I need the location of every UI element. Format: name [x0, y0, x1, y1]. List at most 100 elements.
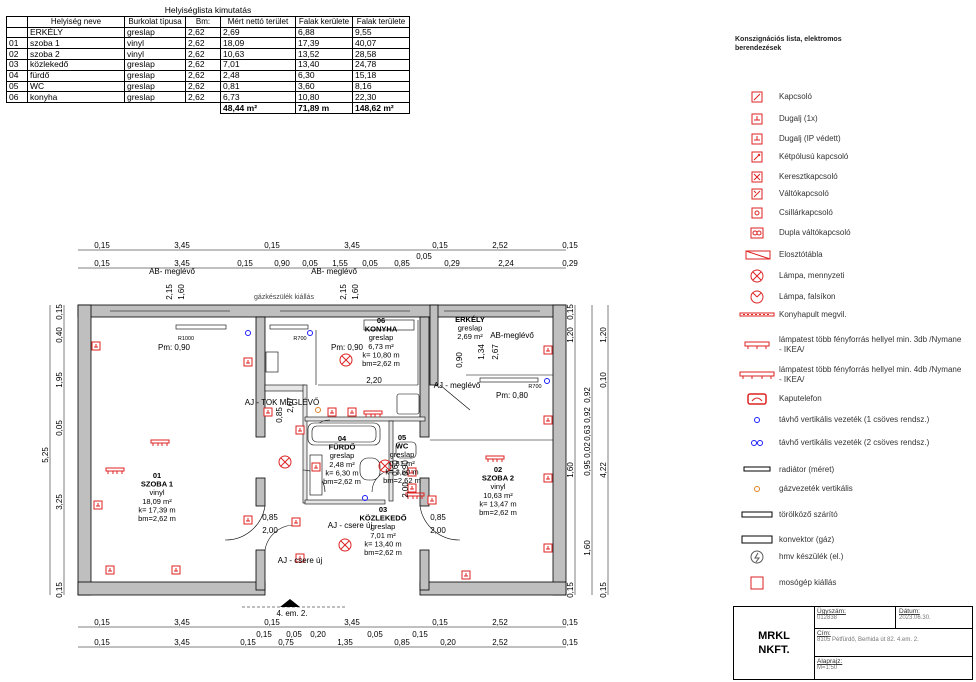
lamp-4-icon — [735, 368, 779, 382]
table-cell: 10,80 — [295, 91, 353, 104]
vertical-dimensions: 0,150,401,950,053,250,155,250,151,201,60… — [41, 284, 608, 598]
dimension-label: 0,15 — [240, 638, 256, 647]
total-area: 48,44 m² — [220, 102, 296, 114]
note-ab-2: AB- meglévő — [311, 267, 357, 276]
legend-item-label: mosógép kiállás — [779, 578, 837, 587]
legend-item-label: Konyhapult megvil. — [779, 310, 847, 319]
table-cell: 8,16 — [352, 80, 410, 93]
table-cell: 7,01 — [220, 58, 296, 71]
dimension-label: 0,05 — [362, 259, 378, 268]
table-cell: konyha — [27, 91, 125, 104]
table-cell: 15,18 — [352, 69, 410, 82]
legend-item-label: konvektor (gáz) — [779, 535, 835, 544]
dimension-label: 0,15 — [264, 241, 280, 250]
room-num: 05 — [398, 433, 406, 442]
room-num: 02 — [494, 465, 502, 474]
dim-top-2b: 0,05 — [416, 252, 432, 261]
dimension-label: 0,20 — [440, 638, 456, 647]
room-line: bm=2,62 m — [479, 508, 517, 517]
note-pm-3: Pm: 0,80 — [496, 391, 529, 400]
dimension-label: 0,20 — [310, 630, 326, 639]
dimension-label: 0,15 — [94, 241, 110, 250]
radiator-icon — [735, 463, 779, 477]
room-line: greslap — [330, 451, 355, 460]
dimension-label: 0,29 — [444, 259, 460, 268]
dimension-label: 1,20 — [599, 327, 608, 343]
legend-item-label: Dugalj (IP védett) — [779, 134, 841, 143]
table-cell: greslap — [124, 80, 186, 93]
dimension-label: 1,60 — [351, 284, 360, 300]
room-line: bm=2,62 m — [383, 476, 421, 485]
note-radiator-1: R1000 — [178, 336, 194, 342]
table-cell: 2,62 — [185, 80, 221, 93]
table-cell: 40,07 — [352, 37, 410, 50]
dimension-label: 0,10 — [599, 372, 608, 388]
room-num: 03 — [379, 505, 387, 514]
dimension-label: 1,34 — [477, 344, 486, 360]
dimension-label: 2,24 — [498, 259, 514, 268]
alternating-switch-icon — [735, 187, 779, 201]
note-radiator-3: R700 — [528, 384, 541, 390]
table-cell: 3,60 — [295, 80, 353, 93]
legend-item: hmv készülék (el.) — [735, 547, 964, 567]
dimension-label: 2,15 — [339, 284, 348, 300]
wall-lamp-icon — [735, 290, 779, 304]
dimension-label: 0,05 — [55, 420, 64, 436]
table-cell: szoba 1 — [27, 37, 125, 50]
legend-item: lámpatest több fényforrás hellyel min. 4… — [735, 365, 964, 385]
legend-item: távhő vertikális vezeték (2 csöves rends… — [735, 433, 964, 453]
note-radiator-2: R700 — [293, 336, 306, 342]
legend-item: Kaputelefon — [735, 389, 964, 409]
room-line: bm=2,62 m — [323, 477, 361, 486]
note-pm-2: Pm: 0,90 — [331, 343, 364, 352]
bathroom-fixtures — [265, 319, 420, 496]
room-line: k= 6,30 m — [325, 468, 358, 477]
room-num: 06 — [377, 316, 385, 325]
walls — [77, 304, 567, 596]
table-cell: 6,73 — [220, 91, 296, 104]
dimension-label: 0,15 — [566, 582, 575, 598]
dimension-label: 0,02 — [583, 442, 592, 458]
table-cell: közlekedő — [27, 58, 125, 71]
table-cell: WC — [27, 80, 125, 93]
dimension-label: 0,15 — [599, 582, 608, 598]
dimension-label: 2,52 — [492, 638, 508, 647]
table-cell: greslap — [124, 91, 186, 104]
distribution-board-icon — [735, 248, 779, 262]
dimension-label: 0,15 — [237, 259, 253, 268]
room-name: FÜRDŐ — [329, 443, 356, 452]
dimension-label: 2,52 — [492, 618, 508, 627]
kitchen-light-icon — [735, 308, 779, 322]
room-line: k= 17,39 m — [138, 505, 175, 514]
legend-item-label: radiátor (méret) — [779, 465, 835, 474]
note-pm-1: Pm: 0,90 — [158, 343, 191, 352]
table-header-cell — [6, 15, 28, 28]
dimension-lines — [49, 249, 609, 648]
dimension-label: 1,60 — [177, 284, 186, 300]
note-ab-3: AB-meglévő — [490, 331, 534, 340]
gas-pipe — [315, 407, 321, 413]
dimension-label: 2,00 — [401, 482, 410, 498]
table-cell: greslap — [124, 58, 186, 71]
dimension-label: 0,15 — [256, 630, 272, 639]
table-cell: vinyl — [124, 37, 186, 50]
room-name: WC — [396, 442, 409, 451]
dimension-label: 0,40 — [55, 327, 64, 343]
dimension-label: 2,00 — [262, 526, 278, 535]
legend-item-label: hmv készülék (el.) — [779, 552, 844, 561]
table-cell: 2,69 — [220, 26, 296, 39]
table-cell — [6, 26, 28, 39]
table-cell: 2,62 — [185, 69, 221, 82]
legend-item-label: Elosztótábla — [779, 250, 823, 259]
chandelier-switch-icon — [735, 206, 779, 220]
room-name: KONYHA — [365, 325, 398, 334]
legend-item: Keresztkapcsoló — [735, 167, 964, 187]
table-cell: 18,09 — [220, 37, 296, 50]
